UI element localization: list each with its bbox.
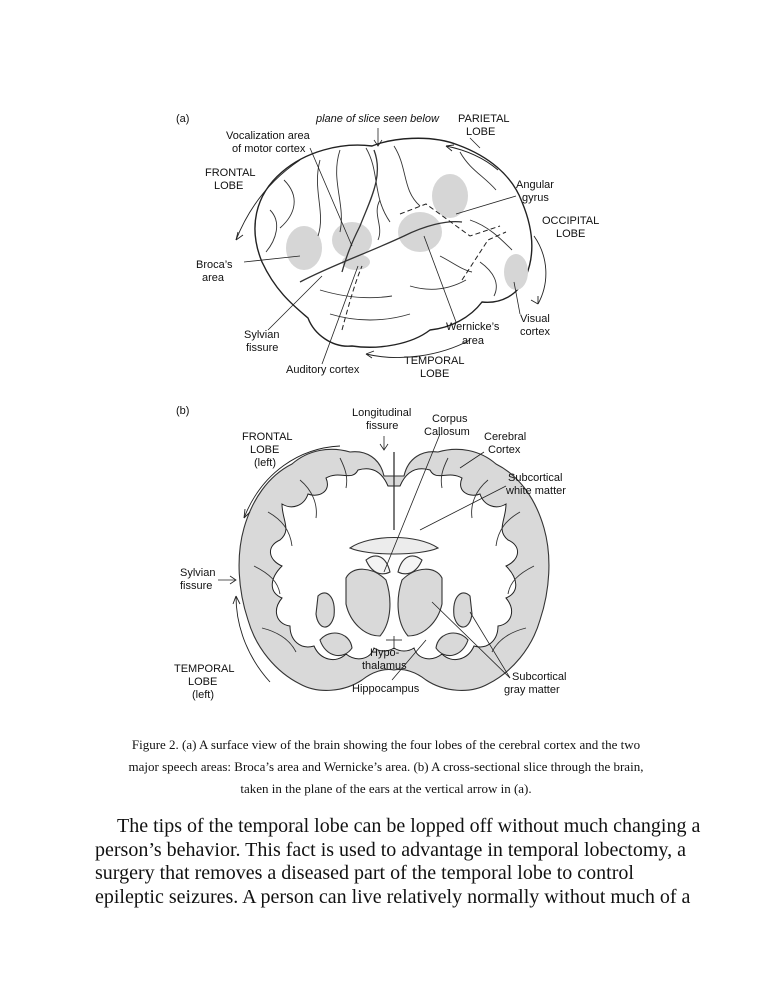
left-ventricle [365,555,391,575]
hippocampus-leader [391,639,427,681]
corpus-label-2: Callosum [424,426,470,438]
occipital-boundary-dash [461,231,507,281]
frontal-b-arc [243,445,341,519]
temporal-label: TEMPORAL [404,355,465,367]
auditory-label: Auditory cortex [286,364,360,376]
white-matter-label-2: white matter [505,485,566,497]
frontal-b-label: FRONTAL [242,431,293,443]
corpus-label: Corpus [432,413,468,425]
panel-b-cross-section: (b) [174,405,566,701]
body-line: person’s behavior. This fact is used to … [95,838,686,861]
gray-matter-leader [431,601,511,679]
longitudinal-label: Longitudinal [352,407,411,419]
occipital-label: OCCIPITAL [542,215,599,227]
wernicke-label: Wernicke’s [446,321,500,333]
gyri-lines [265,145,513,321]
sulci-lines [253,457,535,653]
corpus-leader [383,433,441,573]
frontal-arc [235,159,301,241]
sylvian-b-label: Sylvian [180,567,215,579]
angular-leader [455,195,517,215]
figure-caption: Figure 2. (a) A surface view of the brai… [92,734,680,800]
plane-label: plane of slice seen below [315,113,440,125]
cerebral-label-2: Cortex [488,444,521,456]
visual-cortex-area [504,254,528,290]
central-sulcus [341,149,378,273]
caption-line: Figure 2. (a) A surface view of the brai… [131,737,641,752]
temporal-b-label: TEMPORAL [174,663,235,675]
hippocampus-right [435,632,469,657]
hippocampus-left [319,632,353,657]
occipital-label-2: LOBE [556,228,585,240]
body-line: surgery that removes a diseased part of … [95,862,634,884]
plane-dash [341,265,363,331]
sylvian-b-label-2: fissure [180,580,212,592]
left-putamen [315,592,335,628]
sylvian-label-2: fissure [246,342,278,354]
frontal-b-label-3: (left) [254,457,276,469]
frontal-label: FRONTAL [205,167,256,179]
angular-gyrus-area [432,174,468,218]
temporal-b-arc [235,595,271,683]
temporal-label-2: LOBE [420,368,449,380]
right-ventricle [397,555,423,575]
hypothalamus-label: Hypo- [370,647,400,659]
wernicke-leader [423,235,457,323]
panel-a-tag: (a) [176,113,189,125]
broca-leader [243,255,301,263]
panel-a-surface-view: (a) [176,113,599,380]
vocalization-label-2: of motor cortex [232,143,306,155]
parietal-label-2: LOBE [466,126,495,138]
frontal-label-2: LOBE [214,180,243,192]
visual-label-2: cortex [520,326,550,338]
wernicke-area [398,212,442,252]
auditory-area [342,254,370,270]
body-line: The tips of the temporal lobe can be lop… [117,815,701,837]
thalamus-gray [345,568,391,637]
caption-line: taken in the plane of the ears at the ve… [240,781,532,796]
parietal-label: PARIETAL [458,113,510,125]
right-putamen [453,592,473,628]
wernicke-label-2: area [462,335,485,347]
brain-figure: (a) [174,113,599,701]
angular-label: Angular [516,179,554,191]
gray-matter-label: Subcortical [512,671,566,683]
white-matter-label: Subcortical [508,472,562,484]
cerebral-label: Cerebral [484,431,526,443]
gray-matter-label-2: gray matter [504,684,560,696]
occipital-arc [533,235,547,305]
sylvian-fissure-line [299,220,463,283]
hippocampus-label: Hippocampus [352,683,420,695]
vocalization-area [332,222,372,258]
frontal-b-label-2: LOBE [250,444,279,456]
panel-b-tag: (b) [176,405,189,417]
cortex-leader [459,451,485,469]
visual-label: Visual [520,313,550,325]
broca-area [286,226,322,270]
lobe-boundary-dash [399,203,501,237]
temporal-b-label-2: LOBE [188,676,217,688]
temporal-b-label-3: (left) [192,689,214,701]
auditory-leader [321,265,359,365]
vocal-leader [309,147,353,247]
white-matter-leader [419,485,507,531]
broca-label-2: area [202,272,225,284]
longitudinal-label-2: fissure [366,420,398,432]
body-line: epileptic seizures. A person can live re… [95,885,691,908]
body-paragraph: The tips of the temporal lobe can be lop… [95,815,715,909]
corpus-callosum [348,536,440,555]
parietal-arc [445,145,499,171]
visual-leader [513,281,521,315]
broca-label: Broca’s [196,259,233,271]
caption-line: major speech areas: Broca’s area and Wer… [128,759,644,774]
hypothalamus-label-2: thalamus [362,660,407,672]
temporal-arc [365,339,471,358]
angular-label-2: gyrus [522,192,549,204]
vocalization-label: Vocalization area [226,130,311,142]
sylvian-leader [267,275,323,331]
sylvian-label: Sylvian [244,329,279,341]
